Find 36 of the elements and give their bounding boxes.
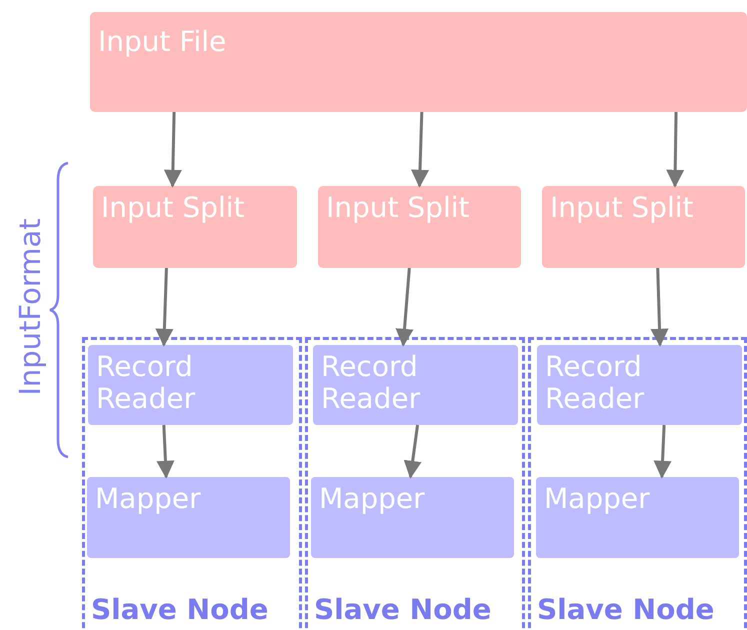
box-label: Record Reader: [96, 351, 196, 416]
process-box: [87, 477, 290, 558]
arrow: [666, 112, 684, 188]
process-box: [88, 345, 293, 425]
bracket-label: InputFormat: [13, 217, 47, 397]
box-label: Input File: [98, 26, 226, 58]
arrow: [654, 424, 672, 479]
input-box: [90, 12, 747, 112]
process-box: [536, 477, 739, 558]
box-label: Input Split: [101, 192, 244, 224]
arrow: [164, 112, 182, 188]
container-label: Slave Node: [314, 593, 492, 626]
input-box: [542, 186, 745, 268]
box-label: Input Split: [326, 192, 470, 224]
process-box: [311, 477, 514, 558]
input-box: [93, 186, 297, 268]
arrow: [404, 424, 422, 479]
arrow: [396, 268, 414, 347]
arrow: [155, 268, 174, 347]
box-label: Mapper: [544, 483, 651, 516]
process-box: [537, 345, 742, 425]
arrow: [156, 424, 174, 479]
container-label: Slave Node: [91, 593, 268, 626]
container-label: Slave Node: [537, 593, 714, 626]
dashed-node-container: [82, 337, 302, 630]
box-label: Mapper: [95, 483, 202, 516]
box-label: Input Split: [550, 192, 694, 224]
box-label: Record Reader: [321, 351, 422, 416]
input-box: [318, 186, 521, 268]
dashed-node-container: [305, 337, 525, 630]
process-box: [313, 345, 518, 425]
dashed-node-container: [528, 337, 747, 630]
arrow: [650, 268, 669, 347]
box-label: Record Reader: [545, 351, 646, 416]
box-label: Mapper: [319, 483, 426, 516]
arrow: [411, 112, 429, 188]
